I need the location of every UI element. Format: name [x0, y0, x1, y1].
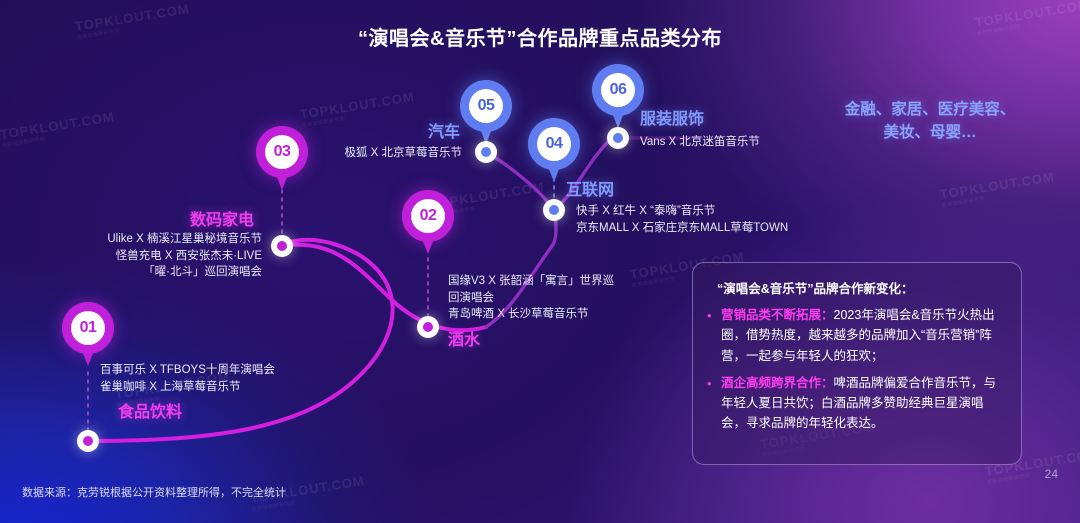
- node-pin-04[interactable]: 04: [528, 118, 580, 186]
- insight-panel: “演唱会&音乐节”品牌合作新变化： 营销品类不断拓展：2023年演唱会&音乐节火…: [692, 262, 1022, 465]
- dot-core: [549, 205, 559, 215]
- node-number: 02: [411, 199, 445, 233]
- node-category-01: 食品饮料: [118, 404, 183, 421]
- node-pin-02[interactable]: 02: [402, 190, 454, 258]
- node-number: 01: [71, 311, 105, 345]
- node-number: 04: [537, 127, 571, 161]
- other-categories-line1: 金融、家居、医疗美容、: [844, 101, 1016, 118]
- node-dot-06[interactable]: [607, 127, 629, 149]
- path-main-curve: [86, 237, 395, 443]
- brand-line: 快手 X 红牛 X “泰嗨”音乐节: [576, 205, 716, 217]
- brand-line: 京东MALL X 石家庄京东MALL草莓TOWN: [576, 221, 789, 234]
- brand-line: Ulike X 楠溪江星巢秘境音乐节: [107, 233, 262, 245]
- node-pin-03[interactable]: 03: [256, 126, 308, 194]
- brand-line: 国缘V3 X 张韶涵「寓言」世界巡: [448, 275, 615, 287]
- brand-line: 百事可乐 X TFBOYS十周年演唱会: [100, 364, 275, 376]
- data-source-note: 数据来源：克劳锐根据公开资料整理所得，不完全统计: [22, 487, 286, 499]
- insight-text: 2023年演唱会&音乐节火热出圈，借势热度，越来越多的品牌加入“音乐营销”阵营，…: [721, 308, 995, 363]
- insight-keyword: 酒企高频跨界合作：: [721, 375, 834, 390]
- node-category-02: 酒水: [448, 332, 481, 349]
- insight-keyword: 营销品类不断拓展：: [721, 308, 834, 322]
- dot-core: [613, 133, 623, 143]
- brand-line: 回演唱会: [448, 291, 494, 304]
- insight-bullet-list: 营销品类不断拓展：2023年演唱会&音乐节火热出圈，借势热度，越来越多的品牌加入…: [705, 305, 1007, 434]
- other-categories-line2: 美妆、母婴…: [883, 124, 977, 142]
- insight-text: 啤酒品牌偏爱合作音乐节，与年轻人夏日共饮；白酒品牌多赞助经典巨星演唱会，寻求品牌…: [721, 375, 997, 431]
- brand-line: 「曜·北斗」巡回演唱会: [143, 266, 262, 279]
- node-category-04: 互联网: [566, 182, 615, 199]
- node-number: 03: [265, 135, 299, 169]
- dot-core: [423, 322, 433, 332]
- dot-core: [481, 147, 491, 157]
- insight-bullet: 酒企高频跨界合作：啤酒品牌偏爱合作音乐节，与年轻人夏日共饮；白酒品牌多赞助经典巨…: [705, 373, 1007, 434]
- insight-panel-heading: “演唱会&音乐节”品牌合作新变化：: [717, 282, 914, 296]
- node-dot-01[interactable]: [77, 430, 99, 452]
- dot-core: [83, 436, 93, 446]
- dot-core: [277, 241, 287, 251]
- insight-bullet: 营销品类不断拓展：2023年演唱会&音乐节火热出圈，借势热度，越来越多的品牌加入…: [705, 305, 1007, 366]
- node-dot-05[interactable]: [475, 141, 497, 163]
- brand-line: 青岛啤酒 X 长沙草莓音乐节: [448, 308, 589, 321]
- node-category-06: 服装服饰: [640, 111, 705, 128]
- node-dot-03[interactable]: [271, 235, 293, 257]
- brand-line: 怪兽充电 X 西安张杰未·LIVE: [115, 249, 262, 262]
- node-brands-01: 百事可乐 X TFBOYS十周年演唱会 雀巢咖啡 X 上海草莓音乐节: [100, 362, 275, 395]
- node-pin-01[interactable]: 01: [62, 302, 114, 370]
- brand-line: 极狐 X 北京草莓音乐节: [344, 147, 462, 159]
- node-category-03: 数码家电: [190, 212, 255, 229]
- node-pin-05[interactable]: 05: [460, 80, 512, 148]
- node-number: 06: [601, 73, 635, 107]
- brand-line: Vans X 北京迷笛音乐节: [640, 136, 760, 148]
- page-number: 24: [1044, 467, 1058, 481]
- node-dot-02[interactable]: [417, 316, 439, 338]
- node-brands-04: 快手 X 红牛 X “泰嗨”音乐节 京东MALL X 石家庄京东MALL草莓TO…: [576, 203, 788, 236]
- node-category-05: 汽车: [428, 124, 461, 141]
- node-brands-03: Ulike X 楠溪江星巢秘境音乐节 怪兽充电 X 西安张杰未·LIVE 「曜·…: [0, 231, 262, 281]
- brand-line: 雀巢咖啡 X 上海草莓音乐节: [100, 380, 241, 393]
- node-brands-05: 极狐 X 北京草莓音乐节: [180, 145, 462, 162]
- path-curve-03-02: [280, 242, 488, 333]
- other-categories: 金融、家居、医疗美容、 美妆、母婴…: [790, 98, 1070, 145]
- node-dot-04[interactable]: [543, 199, 565, 221]
- path-branch-02-04: [484, 208, 558, 329]
- node-brands-06: Vans X 北京迷笛音乐节: [640, 134, 760, 151]
- page-title: “演唱会&音乐节”合作品牌重点品类分布: [358, 28, 722, 50]
- node-pin-06[interactable]: 06: [592, 64, 644, 132]
- node-brands-02: 国缘V3 X 张韶涵「寓言」世界巡 回演唱会 青岛啤酒 X 长沙草莓音乐节: [448, 273, 614, 323]
- node-number: 05: [469, 89, 503, 123]
